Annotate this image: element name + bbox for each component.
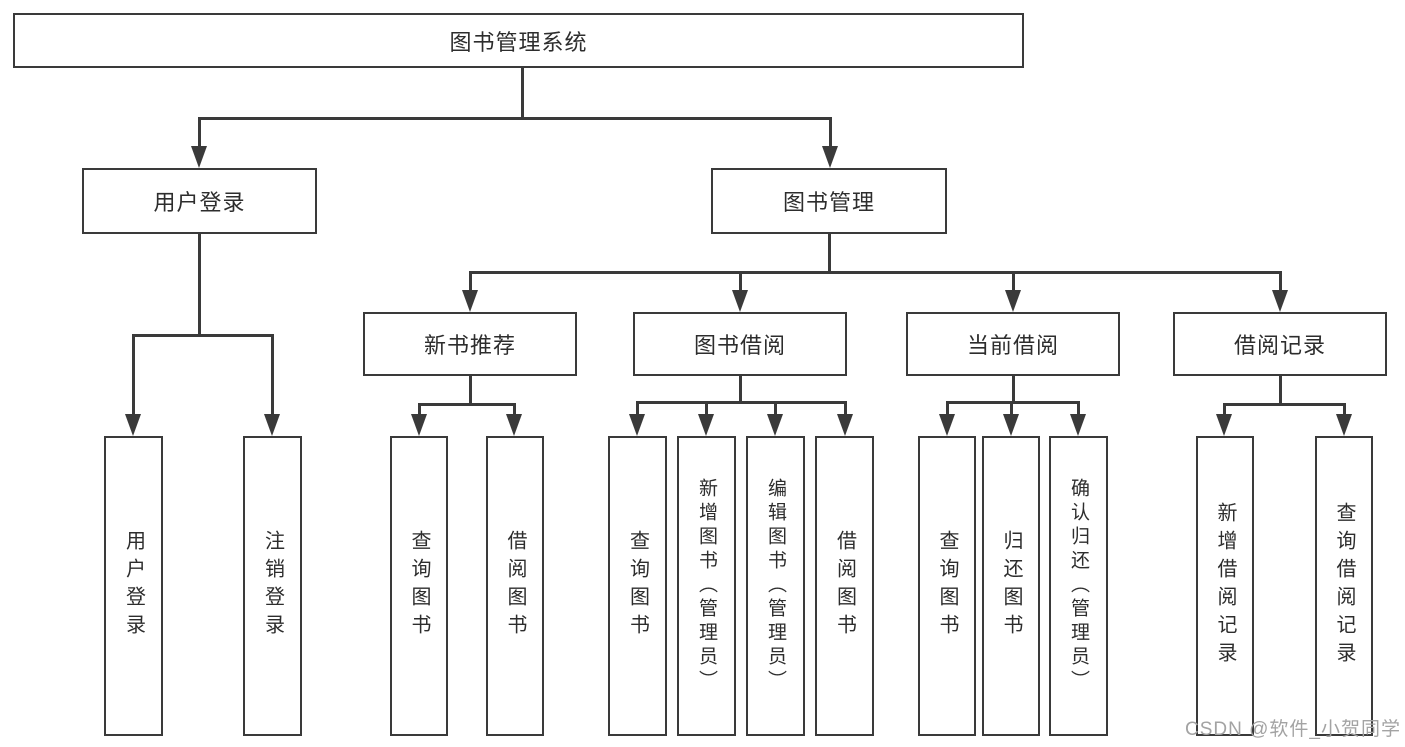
connector-book-management-stem (828, 234, 831, 272)
arrow-newbook-borrow-icon (506, 414, 522, 436)
leaf-bb-query-books-label: 查询图书 (626, 530, 649, 642)
leaf-cb-query-books-label: 查询图书 (936, 530, 958, 642)
leaf-user-login: 用户登录 (104, 436, 163, 736)
connector-newbook-borrow-line (513, 403, 516, 414)
node-book-management: 图书管理 (711, 168, 947, 234)
connector-to-leaf-login-line (132, 334, 135, 414)
connector-book-borrow-stem (739, 376, 742, 402)
leaf-br-query-record-label: 查询借阅记录 (1333, 502, 1355, 670)
leaf-bb-add-books-admin-label: 新增图书（管理员） (696, 478, 717, 694)
connector-book-borrow-rail (636, 401, 846, 404)
node-book-management-label: 图书管理 (782, 190, 875, 215)
connector-bb-query-line (636, 401, 639, 414)
arrow-br-add-icon (1216, 414, 1232, 436)
connector-root-stem (521, 68, 524, 118)
leaf-user-login-label: 用户登录 (122, 530, 145, 642)
connector-book-management-rail (469, 271, 1281, 274)
leaf-bb-edit-books-admin-label: 编辑图书（管理员） (765, 478, 786, 694)
arrow-cb-return-icon (1003, 414, 1019, 436)
connector-cb-return-line (1010, 401, 1013, 414)
leaf-br-query-record: 查询借阅记录 (1315, 436, 1373, 736)
node-new-book-recommend-label: 新书推荐 (423, 333, 516, 358)
leaf-newbook-borrow-books-label: 借阅图书 (504, 530, 526, 642)
leaf-bb-add-books-admin: 新增图书（管理员） (677, 436, 736, 736)
leaf-newbook-query-books: 查询图书 (390, 436, 448, 736)
leaf-br-add-record-label: 新增借阅记录 (1214, 502, 1236, 670)
connector-br-add-line (1223, 403, 1226, 414)
connector-user-login-rail (132, 334, 273, 337)
arrow-to-current-borrow-icon (1005, 290, 1021, 312)
leaf-bb-borrow-books: 借阅图书 (815, 436, 874, 736)
connector-cb-query-line (946, 401, 949, 414)
arrow-bb-query-icon (629, 414, 645, 436)
connector-to-borrow-records-line (1279, 271, 1282, 290)
connector-bb-edit-line (774, 401, 777, 414)
node-user-login: 用户登录 (82, 168, 317, 234)
leaf-logout-label: 注销登录 (261, 530, 284, 642)
arrow-bb-edit-icon (767, 414, 783, 436)
leaf-bb-edit-books-admin: 编辑图书（管理员） (746, 436, 805, 736)
connector-new-book-rail (418, 403, 516, 406)
connector-to-book-management-line (829, 117, 832, 146)
leaf-cb-confirm-return-admin: 确认归还（管理员） (1049, 436, 1108, 736)
node-new-book-recommend: 新书推荐 (363, 312, 577, 376)
node-borrow-records: 借阅记录 (1173, 312, 1387, 376)
arrow-to-book-management-icon (822, 146, 838, 168)
node-current-borrowing-label: 当前借阅 (966, 333, 1059, 358)
watermark: CSDN @软件_小贺同学 (1185, 719, 1401, 740)
connector-current-borrow-rail (946, 401, 1080, 404)
arrow-bb-add-icon (698, 414, 714, 436)
leaf-cb-return-books: 归还图书 (982, 436, 1040, 736)
connector-to-leaf-logout-line (271, 334, 274, 414)
leaf-cb-return-books-label: 归还图书 (1000, 530, 1022, 642)
leaf-logout: 注销登录 (243, 436, 302, 736)
leaf-cb-query-books: 查询图书 (918, 436, 976, 736)
node-user-login-label: 用户登录 (153, 190, 246, 215)
connector-user-login-stem (198, 234, 201, 335)
arrow-br-query-icon (1336, 414, 1352, 436)
node-root: 图书管理系统 (13, 13, 1024, 68)
arrow-bb-borrow-icon (837, 414, 853, 436)
connector-borrow-records-stem (1279, 376, 1282, 404)
arrow-newbook-query-icon (411, 414, 427, 436)
connector-to-current-borrow-line (1012, 271, 1015, 290)
connector-newbook-query-line (418, 403, 421, 414)
connector-br-query-line (1343, 403, 1346, 414)
connector-to-user-login-line (198, 117, 201, 146)
arrow-cb-query-icon (939, 414, 955, 436)
arrow-to-borrow-records-icon (1272, 290, 1288, 312)
leaf-br-add-record: 新增借阅记录 (1196, 436, 1254, 736)
connector-cb-confirm-line (1077, 401, 1080, 414)
node-root-label: 图书管理系统 (449, 29, 588, 55)
arrow-to-leaf-logout-icon (264, 414, 280, 436)
leaf-bb-borrow-books-label: 借阅图书 (833, 530, 856, 642)
connector-to-book-borrow-line (739, 271, 742, 290)
leaf-newbook-borrow-books: 借阅图书 (486, 436, 544, 736)
arrow-to-book-borrow-icon (732, 290, 748, 312)
connector-current-borrow-stem (1012, 376, 1015, 402)
connector-root-rail (198, 117, 831, 120)
arrow-to-user-login-icon (191, 146, 207, 168)
node-book-borrowing: 图书借阅 (633, 312, 847, 376)
leaf-newbook-query-books-label: 查询图书 (408, 530, 430, 642)
node-borrow-records-label: 借阅记录 (1233, 333, 1326, 358)
arrow-to-leaf-login-icon (125, 414, 141, 436)
connector-to-new-book-line (469, 271, 472, 290)
leaf-bb-query-books: 查询图书 (608, 436, 667, 736)
arrow-to-new-book-icon (462, 290, 478, 312)
connector-borrow-records-rail (1223, 403, 1345, 406)
connector-new-book-stem (469, 376, 472, 404)
node-current-borrowing: 当前借阅 (906, 312, 1120, 376)
node-book-borrowing-label: 图书借阅 (693, 333, 786, 358)
connector-bb-borrow-line (844, 401, 847, 414)
leaf-cb-confirm-return-admin-label: 确认归还（管理员） (1068, 478, 1089, 694)
connector-bb-add-line (705, 401, 708, 414)
arrow-cb-confirm-icon (1070, 414, 1086, 436)
